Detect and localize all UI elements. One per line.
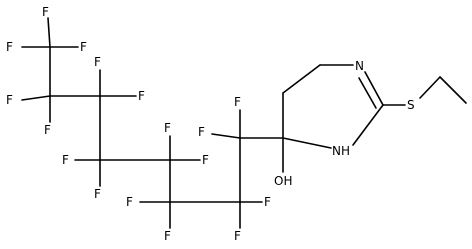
atom-f: F xyxy=(234,95,241,109)
atom-n: N xyxy=(355,59,364,73)
atom-f: F xyxy=(6,93,13,107)
bond-n-c2-single xyxy=(364,71,384,106)
ethylthio-bonds xyxy=(382,76,467,106)
atom-f: F xyxy=(164,229,171,243)
atom-f: F xyxy=(138,89,145,103)
bond-c2-f-left xyxy=(21,95,51,101)
atom-nh: NH xyxy=(332,144,350,158)
atom-f: F xyxy=(264,195,271,209)
bond-n-c2-double xyxy=(358,77,377,109)
bond-c1-f-top xyxy=(47,17,51,48)
atom-f: F xyxy=(94,55,101,69)
fluoro-chain-bonds xyxy=(49,46,284,203)
bond-c8-f-left xyxy=(211,133,241,139)
bond-ch2-ch3 xyxy=(439,76,467,104)
atom-oh: OH xyxy=(274,174,292,188)
atom-f: F xyxy=(44,123,51,137)
bond-c2-nh xyxy=(352,104,384,146)
atom-f: F xyxy=(126,195,133,209)
atom-f: F xyxy=(234,229,241,243)
ring-bonds xyxy=(282,64,384,173)
atom-f: F xyxy=(164,121,171,135)
bond-c5ring-c6ring xyxy=(282,64,321,94)
carbon-fluorine-bonds xyxy=(21,17,263,229)
atom-f: F xyxy=(94,187,101,201)
atom-labels: F F F F F F F F F F F F F F F F F N NH S… xyxy=(6,5,415,243)
bond-nh-c4 xyxy=(282,137,332,149)
atom-f: F xyxy=(202,153,209,167)
atom-f: F xyxy=(198,125,205,139)
atom-f: F xyxy=(6,40,13,54)
atom-f: F xyxy=(62,153,69,167)
bond-s-ch2 xyxy=(419,76,441,99)
atom-s: S xyxy=(407,98,415,112)
atom-f: F xyxy=(80,40,87,54)
atom-f: F xyxy=(42,5,49,19)
